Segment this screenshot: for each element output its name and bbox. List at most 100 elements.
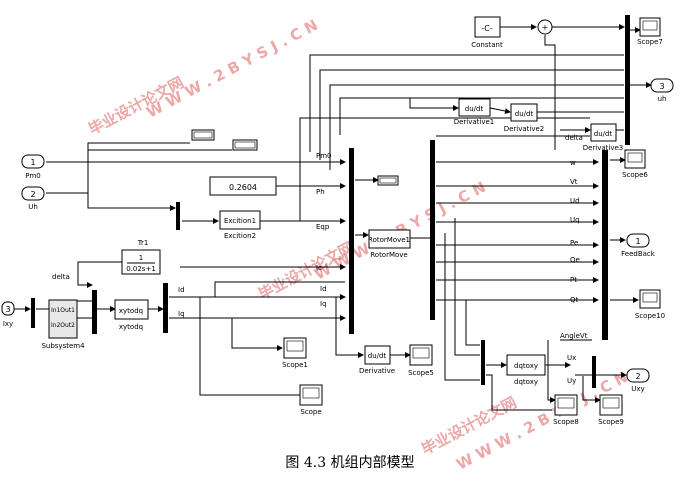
input-port-uh[interactable]: 2 Uh — [21, 186, 45, 211]
input-port-pm0[interactable]: 1 Pm0 — [21, 154, 45, 180]
block-label: dqtoxy — [514, 378, 538, 386]
signal-uy: Uy — [567, 377, 576, 385]
scope10-block[interactable]: Scope10 — [635, 289, 665, 320]
signal-iq: Iq — [178, 310, 185, 318]
output-port-uh[interactable]: 3 uh — [650, 78, 674, 103]
block-value: du/dt — [368, 352, 387, 360]
watermark-site-1: W W W . 2 B Y S J . C N — [143, 16, 320, 122]
transfer-fn-block[interactable]: Tr1 1 0.02s+1 — [121, 239, 161, 275]
subsystem-in1: In1 — [51, 307, 61, 314]
port-number: 2 — [30, 190, 35, 199]
block-label: Tr1 — [137, 239, 149, 247]
signal-ud: Ud — [570, 197, 580, 205]
block-label: Subsystem4 — [41, 342, 85, 350]
signal-ph: Ph — [316, 188, 325, 196]
scope-block[interactable]: Scope — [299, 384, 323, 416]
block-label: Derivative1 — [454, 118, 495, 126]
output-port-feedback[interactable]: 1 FeedBack — [621, 233, 656, 258]
derivative1-block[interactable]: du/dt Derivative1 — [454, 98, 495, 126]
signal-ux: Ux — [567, 354, 576, 362]
port-number: 1 — [635, 237, 640, 246]
signal-pm0: Pm0 — [316, 152, 332, 160]
wires — [14, 24, 652, 411]
port-label: uh — [658, 95, 667, 103]
signal-pe: Pe — [570, 239, 578, 247]
rotormove-block[interactable]: RotorMove1 RotorMove — [368, 229, 411, 259]
block-value: -C- — [481, 24, 492, 33]
signal-w: w — [570, 159, 576, 167]
scope6-block[interactable]: Scope6 — [622, 149, 648, 179]
block-value: 0.2604 — [229, 183, 257, 192]
signal-qt: Qt — [570, 296, 579, 304]
block-value: xytodq — [119, 307, 143, 315]
signal-eqp: Eqp — [316, 223, 330, 231]
signal-iq-mux: Iq — [320, 300, 327, 308]
signal-qe: Qe — [570, 256, 580, 264]
port-label: Uxy — [631, 385, 644, 393]
scope7-block[interactable]: Scope7 — [637, 17, 663, 46]
mux-right — [430, 140, 435, 320]
sum-sign: + — [542, 23, 549, 32]
mux-uxy — [592, 356, 596, 388]
port-number: 3 — [5, 305, 10, 314]
excition-block[interactable]: Excition1 Excition2 — [219, 210, 261, 240]
port-label: Pm0 — [25, 172, 41, 180]
display-3 — [377, 175, 399, 186]
mux-left — [349, 148, 354, 334]
mux-dq — [481, 340, 485, 385]
block-value: du/dt — [594, 130, 613, 138]
scope9-block[interactable]: Scope9 — [598, 394, 624, 426]
scope5-block[interactable]: Scope5 — [408, 344, 434, 377]
subsystem-block[interactable]: In1 In2 Out1 Out2 Subsystem4 — [41, 299, 85, 350]
subsystem-out1: Out1 — [60, 307, 75, 314]
block-value: du/dt — [465, 105, 484, 113]
signal-anglevt: AngleVt — [560, 332, 588, 340]
block-value: dqtoxy — [514, 362, 538, 370]
subsystem-in2: In2 — [51, 322, 61, 329]
tf-numerator: 1 — [139, 254, 143, 262]
scope-label: Scope1 — [282, 361, 308, 369]
display-blocks — [191, 129, 399, 186]
block-label: Excition2 — [224, 232, 256, 240]
signal-pt: Pt — [570, 276, 577, 284]
display-2 — [232, 139, 258, 151]
signal-id: Id — [178, 286, 185, 294]
mux-uh — [176, 202, 180, 230]
derivative3-block[interactable]: du/dt Derivative3 — [583, 123, 624, 152]
derivative2-block[interactable]: du/dt Derivative2 — [504, 103, 545, 133]
sum-block[interactable]: + — [537, 19, 553, 35]
input-port-ixy[interactable]: 3 Ixy — [1, 301, 15, 328]
port-number: 3 — [659, 82, 664, 91]
output-port-uxy[interactable]: 2 Uxy — [626, 368, 650, 393]
scope-label: Scope9 — [598, 418, 624, 426]
block-label: Derivative3 — [583, 144, 624, 152]
block-label: RotorMove — [370, 251, 408, 259]
signal-delta: delta — [565, 134, 583, 142]
demux-dq — [163, 283, 168, 333]
mux-bars — [31, 15, 630, 388]
mux-output — [602, 150, 608, 340]
port-number: 2 — [635, 372, 640, 381]
mux-in — [92, 290, 97, 334]
signal-ic: Ic — [316, 264, 322, 272]
port-label: Ixy — [3, 320, 13, 328]
tf-denominator: 0.02s+1 — [126, 265, 156, 273]
scope-label: Scope10 — [635, 312, 665, 320]
xytodq-block[interactable]: xytodq xytodq — [114, 299, 149, 331]
demux-ixy — [31, 298, 35, 328]
signal-vt: Vt — [570, 178, 578, 186]
block-value: du/dt — [515, 110, 534, 118]
signal-id-mux: Id — [320, 285, 327, 293]
subsystem-out2: Out2 — [60, 322, 75, 329]
port-label: FeedBack — [621, 250, 656, 258]
dqtoxy-block[interactable]: dqtoxy dqtoxy — [506, 354, 546, 386]
scope8-block[interactable]: Scope8 — [553, 394, 579, 426]
scope-label: Scope6 — [622, 171, 648, 179]
value-constant-block[interactable]: 0.2604 — [209, 176, 277, 196]
signal-uq: Uq — [570, 216, 580, 224]
scope1-block[interactable]: Scope1 — [282, 337, 308, 369]
block-label: Derivative2 — [504, 125, 545, 133]
derivative-block[interactable]: du/dt Derivative — [359, 345, 395, 375]
constant-block[interactable]: -C- Constant — [471, 16, 503, 49]
